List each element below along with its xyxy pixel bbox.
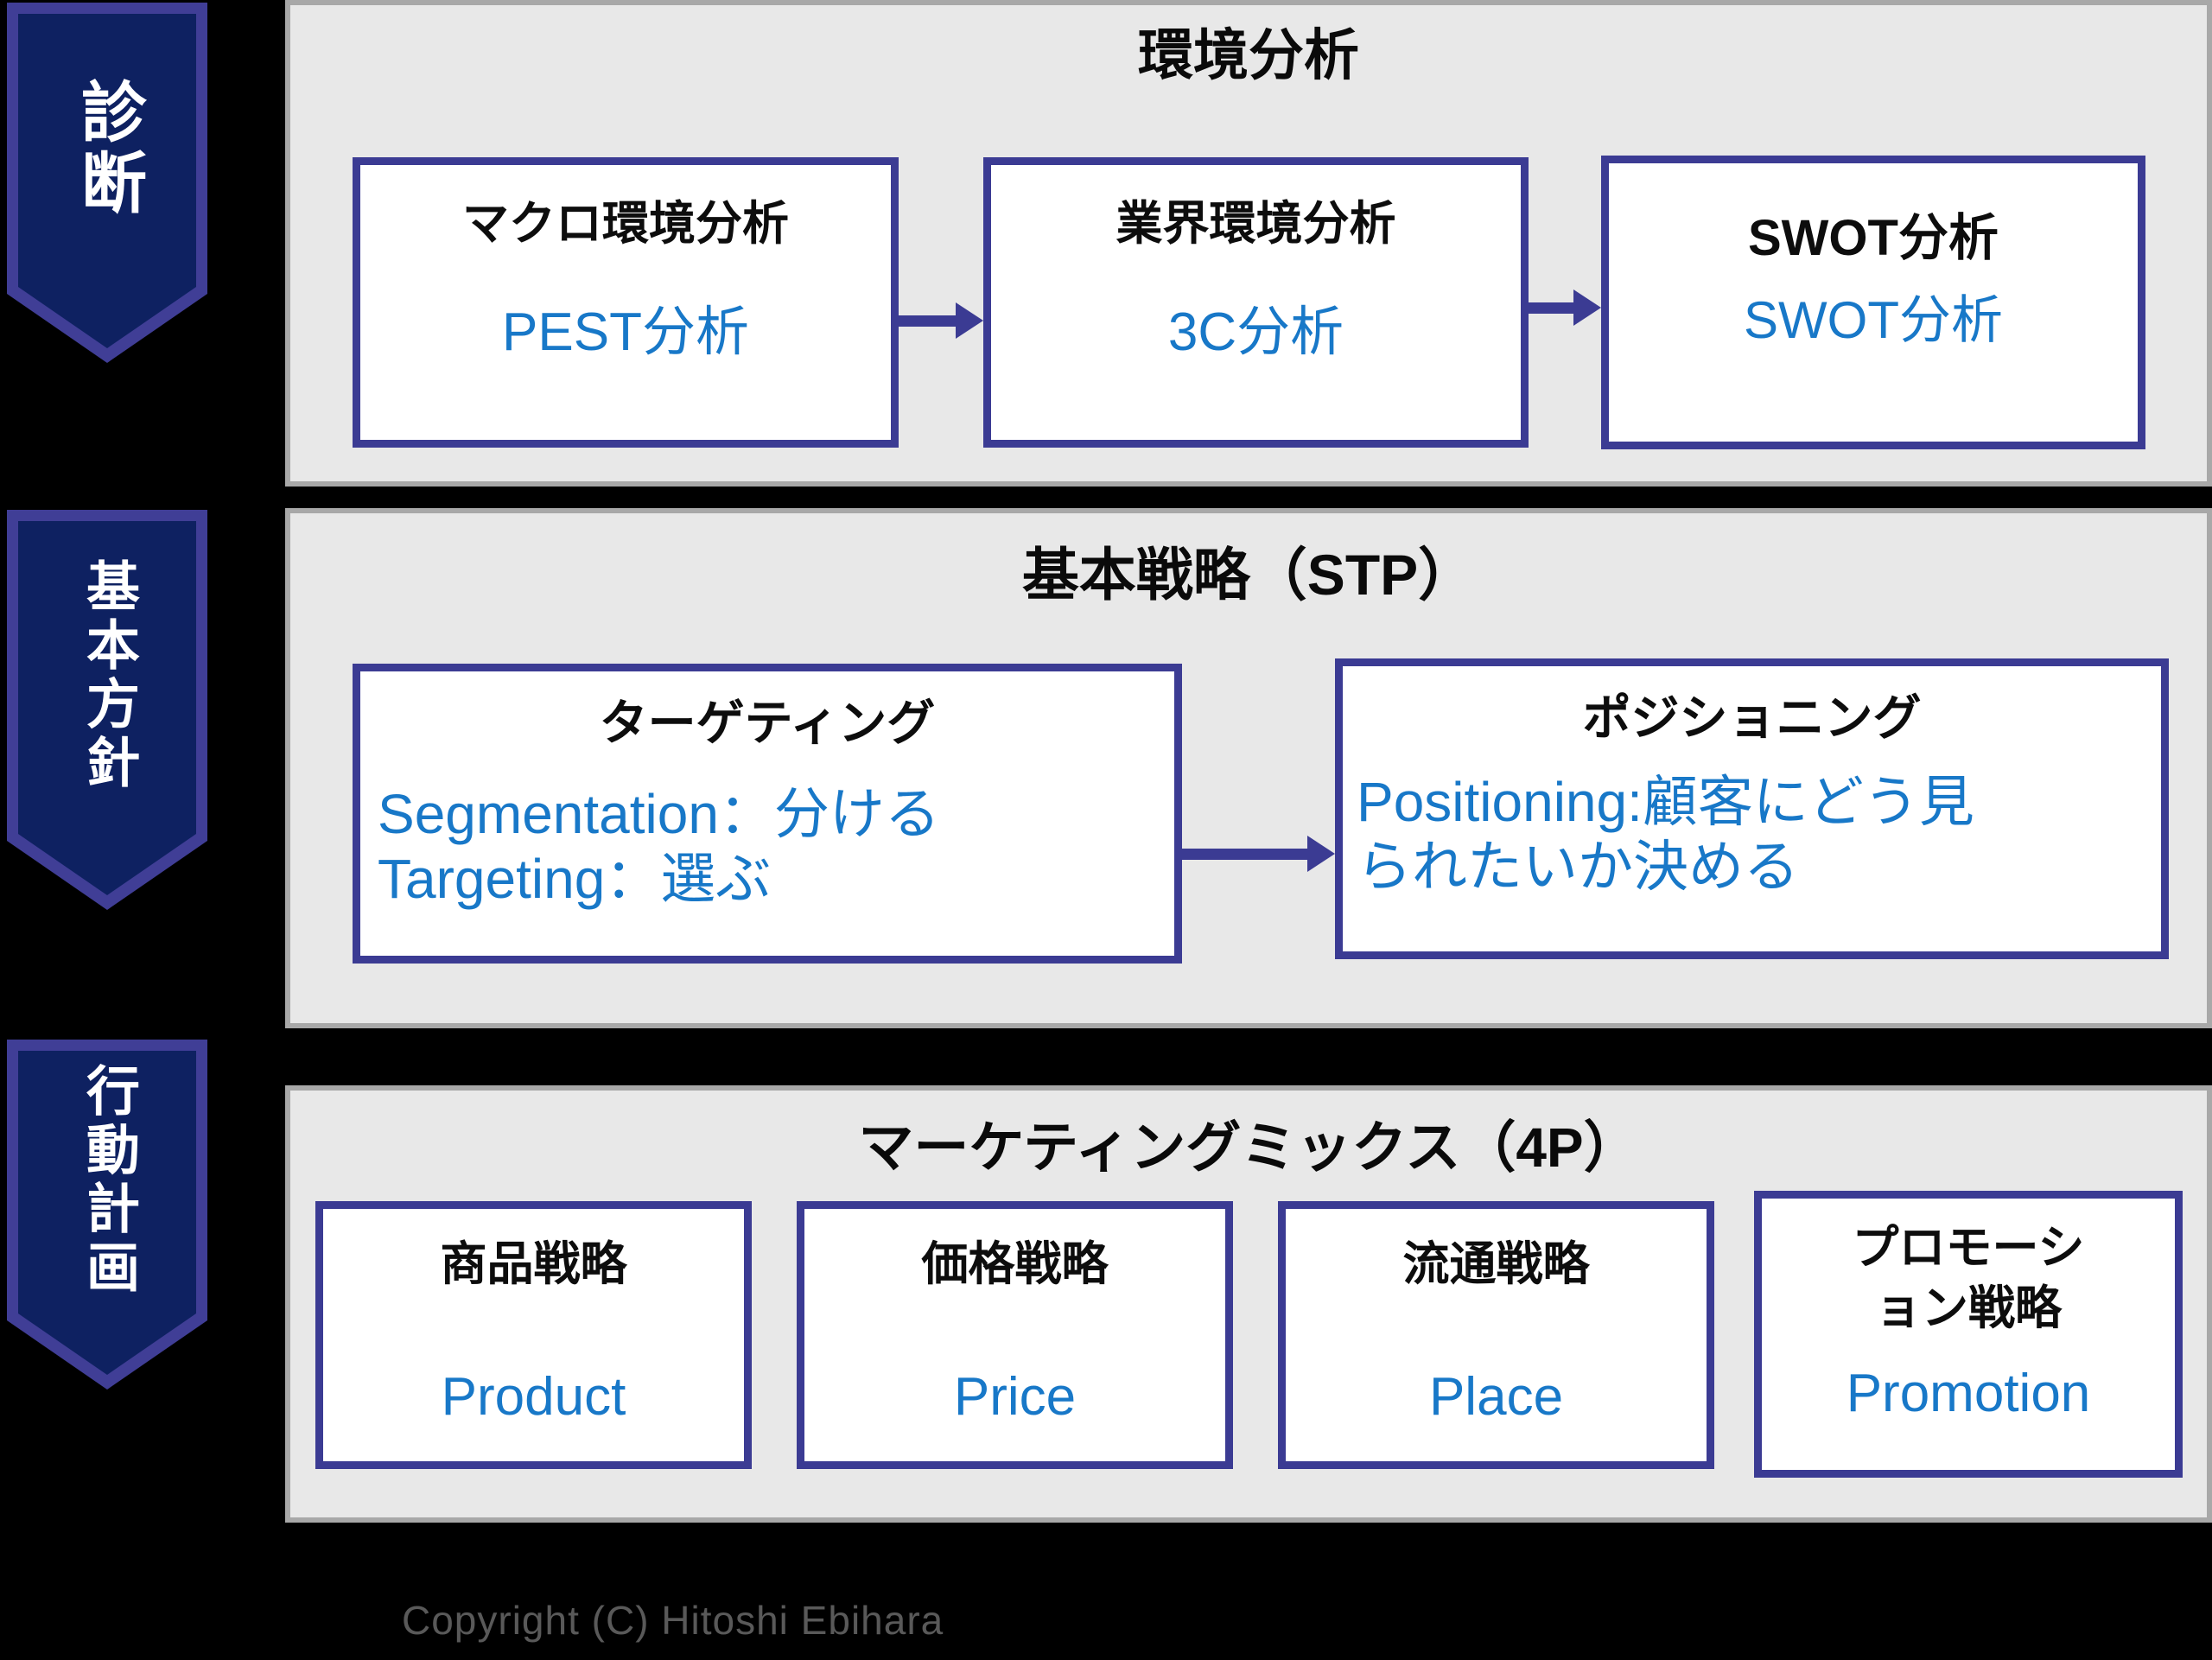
ribbon-action-plan-label: 行動計画: [78, 1062, 137, 1298]
box-place-strategy-heading: 流通戦略: [1402, 1238, 1590, 1290]
box-place-strategy: 流通戦略 Place: [1278, 1201, 1714, 1469]
panel-environment-analysis: 環境分析 マクロ環境分析 PEST分析 業界環境分析 3C分析 SWOT分析 S…: [285, 0, 2212, 487]
box-macro-environment: マクロ環境分析 PEST分析: [353, 157, 899, 448]
arrow-head: [956, 302, 983, 339]
panel-marketing-mix-4p-title: マーケティングミックス（4P）: [858, 1116, 1639, 1179]
arrow-right-icon: [1182, 831, 1335, 876]
box-promotion-strategy-label: Promotion: [1846, 1364, 2091, 1424]
box-positioning-description: Positioning:顧客にどう見 られたいか決める: [1343, 770, 2161, 900]
arrow-right-icon: [1529, 285, 1601, 330]
ribbon-action-plan: 行動計画: [7, 1040, 207, 1390]
box-place-strategy-label: Place: [1428, 1366, 1564, 1427]
box-product-strategy-heading: 商品戦略: [440, 1238, 627, 1290]
positioning-line-1: Positioning:顧客にどう見: [1357, 771, 1974, 834]
arrow-head: [1307, 836, 1335, 872]
panel-marketing-mix-4p: マーケティングミックス（4P） 商品戦略 Product 価格戦略 Price …: [285, 1085, 2212, 1523]
promotion-heading-line-2: ョン戦略: [1875, 1282, 2062, 1335]
box-industry-environment-heading: 業界環境分析: [1116, 198, 1396, 250]
segmentation-line: Segmentation：分ける: [378, 783, 940, 846]
panel-basic-strategy-stp-title: 基本戦略（STP）: [1021, 543, 1476, 607]
positioning-line-2: られたいか決める: [1357, 836, 1799, 899]
box-price-strategy-heading: 価格戦略: [921, 1238, 1109, 1290]
ribbon-diagnosis: 診断: [7, 3, 207, 363]
ribbon-basic-policy: 基本方針: [7, 510, 207, 910]
box-swot-analysis-heading: SWOT分析: [1748, 210, 1999, 266]
box-targeting: ターゲティング Segmentation：分ける Targeting：選ぶ: [353, 664, 1182, 964]
arrow-line: [1182, 848, 1307, 860]
box-promotion-strategy-heading: プロモーシ ョン戦略: [1762, 1218, 2175, 1339]
copyright-notice: Copyright (C) Hitoshi Ebihara: [402, 1598, 944, 1643]
panel-basic-strategy-stp: 基本戦略（STP） ターゲティング Segmentation：分ける Targe…: [285, 508, 2212, 1028]
box-industry-environment: 業界環境分析 3C分析: [983, 157, 1529, 448]
box-targeting-heading: ターゲティング: [599, 696, 936, 750]
box-price-strategy-label: Price: [953, 1366, 1077, 1427]
arrow-head: [1573, 289, 1601, 326]
targeting-line: Targeting：選ぶ: [378, 848, 772, 911]
ribbon-fill: [18, 521, 196, 895]
arrow-line: [1529, 302, 1573, 314]
promotion-heading-line-1: プロモーシ: [1852, 1222, 2085, 1274]
box-swot-analysis: SWOT分析 SWOT分析: [1601, 156, 2145, 449]
panel-environment-analysis-title: 環境分析: [1138, 24, 1359, 86]
box-promotion-strategy: プロモーシ ョン戦略 Promotion: [1754, 1191, 2183, 1478]
box-macro-environment-heading: マクロ環境分析: [462, 198, 789, 250]
box-macro-environment-method: PEST分析: [502, 302, 749, 362]
arrow-line: [899, 315, 956, 327]
box-product-strategy: 商品戦略 Product: [315, 1201, 752, 1469]
ribbon-fill: [18, 1051, 196, 1375]
ribbon-basic-policy-label: 基本方針: [78, 557, 137, 793]
box-industry-environment-method: 3C分析: [1167, 302, 1344, 362]
box-product-strategy-label: Product: [441, 1366, 626, 1427]
box-price-strategy: 価格戦略 Price: [797, 1201, 1233, 1469]
arrow-right-icon: [899, 298, 983, 343]
box-positioning-heading: ポジショニング: [1582, 690, 1922, 745]
box-swot-analysis-method: SWOT分析: [1744, 290, 2003, 349]
box-targeting-description: Segmentation：分ける Targeting：選ぶ: [360, 782, 1174, 912]
ribbon-fill: [18, 14, 196, 348]
box-positioning: ポジショニング Positioning:顧客にどう見 られたいか決める: [1335, 658, 2169, 959]
ribbon-diagnosis-label: 診断: [71, 77, 144, 219]
